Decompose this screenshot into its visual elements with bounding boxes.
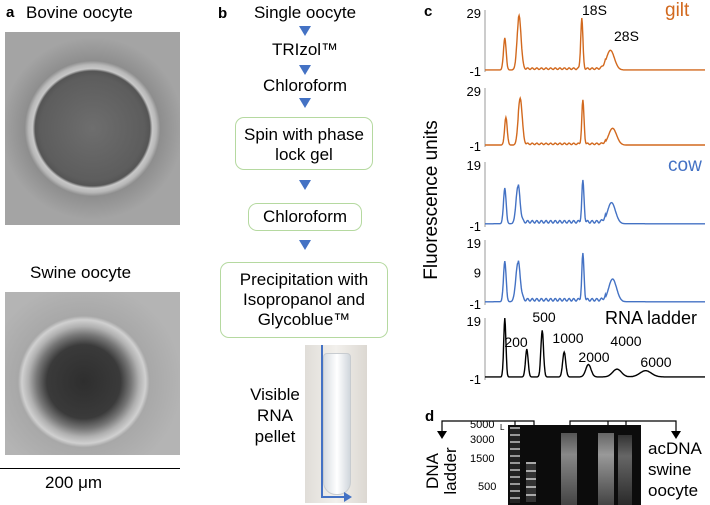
pellet-pointer [321,345,352,502]
box-spin-phase-lock: Spin with phase lock gel [235,117,373,170]
sample-lane [598,433,614,505]
arrow-down-icon [437,431,447,439]
tick-label: 19 [467,236,481,251]
mark-1500: 1500 [470,453,495,465]
tick-label: 9 [474,266,481,281]
trace-line-cow [485,252,705,303]
tick-label: 29 [467,6,481,21]
gilt-label: gilt [665,0,690,21]
tick-label: -1 [469,372,481,387]
ladder-bracket [441,420,535,433]
tick-label: 29 [467,84,481,99]
panel-d-label: d [425,408,435,425]
step-trizol: TRIzol™ [271,40,339,59]
pointer-arrowhead-icon [344,492,352,502]
lane-marker-l: L [500,423,505,432]
peak-18s-label: 18S [582,2,607,18]
arrow-down-icon [299,240,311,250]
arrow-down-icon [299,98,311,108]
peak-28s-label: 28S [614,28,639,44]
pellet-label: Visible RNA pellet [250,385,300,446]
gel-image [508,425,641,505]
panel-b-label: b [218,5,228,22]
trace-line-gilt [485,96,705,146]
step-single-oocyte: Single oocyte [253,3,357,22]
peak-size-label: 6000 [640,354,671,370]
pointer-line [321,345,344,498]
peak-size-label: 500 [532,309,556,325]
arrow-down-icon [299,180,311,190]
trace-line-ladder [485,317,705,378]
peak-size-label: 4000 [610,333,641,349]
tube-photo [305,345,367,503]
bovine-title: Bovine oocyte [26,3,133,22]
peak-size-label: 2000 [578,349,609,365]
tick-label: 19 [467,314,481,329]
lane-brackets [437,420,681,439]
ladder-lane-2 [526,462,536,502]
scale-bar-label: 200 μm [45,473,103,492]
panel-c-label: c [424,3,433,20]
mark-5000: 5000 [470,419,495,431]
mark-500: 500 [478,481,497,493]
bovine-oocyte-image [5,32,180,225]
dna-ladder-label: DNA ladder [423,447,460,495]
arrow-down-icon [671,431,681,439]
swine-title: Swine oocyte [30,263,132,282]
step-chloroform: Chloroform [262,76,348,95]
box-chloroform: Chloroform [248,203,362,231]
tick-label: 19 [467,158,481,173]
mark-3000: 3000 [470,434,495,446]
peak-size-label: 200 [504,334,528,350]
tube-icon [323,353,351,495]
scale-bar [0,468,180,469]
tick-label: -1 [469,219,481,234]
sample-bracket [569,420,677,433]
panel-a-label: a [6,4,15,21]
sample-lane [561,433,577,505]
box-precipitation: Precipitation with Isopropanol and Glyco… [220,262,388,338]
arrow-down-icon [299,26,311,36]
rna-ladder-label: RNA ladder [605,308,698,328]
tick-label: -1 [469,139,481,154]
tick-label: -1 [469,297,481,312]
sample-lane [618,435,632,505]
swine-oocyte-image [5,292,180,455]
ladder-lane [510,427,520,503]
trace-line-gilt [485,12,705,71]
acdna-label: acDNA swine oocyte [648,439,701,500]
peak-size-label: 1000 [552,330,583,346]
tick-label: -1 [469,64,481,79]
cow-label: cow [668,155,702,176]
trace-line-cow [485,179,705,225]
arrow-down-icon [299,65,311,75]
